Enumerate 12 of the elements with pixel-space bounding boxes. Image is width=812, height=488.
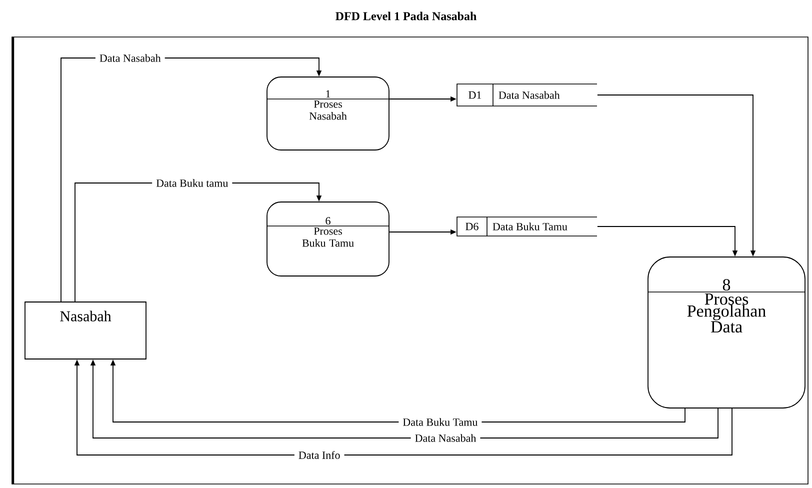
process-box: 8 Proses Pengolahan Data <box>648 256 806 408</box>
data-store: D1 Data Nasabah <box>456 84 598 106</box>
edge-label: Data Buku Tamu <box>398 417 482 427</box>
edge-label: Data Nasabah <box>95 53 165 63</box>
edge-label: Data Nasabah <box>410 433 480 443</box>
process-box: 6 Proses Buku Tamu <box>266 202 390 276</box>
title: DFD Level 1 Pada Nasabah <box>336 12 476 20</box>
edge-label: Data Buku tamu <box>152 178 232 188</box>
data-store: D6 Data Buku Tamu <box>456 216 598 236</box>
entity-box: Nasabah <box>24 302 146 360</box>
process-box: 1 Proses Nasabah <box>266 76 390 150</box>
edge-label: Data Info <box>294 450 344 460</box>
